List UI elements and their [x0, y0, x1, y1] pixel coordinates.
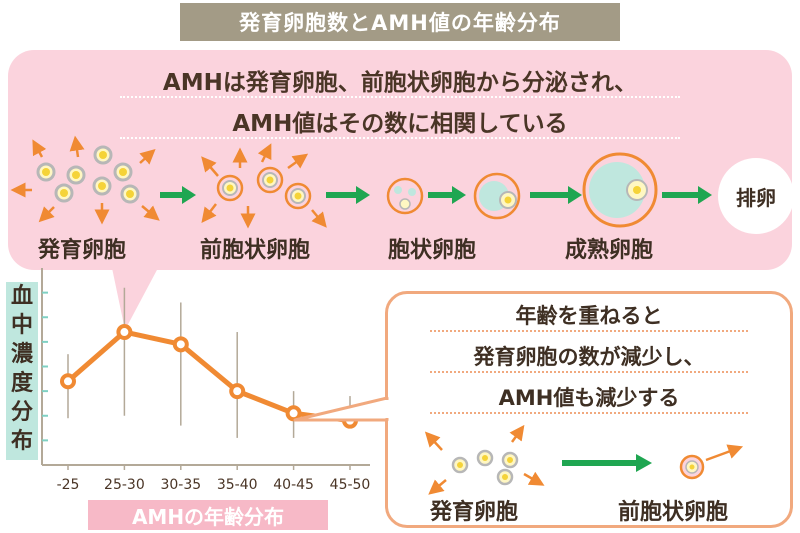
y-axis-label-char: 濃	[10, 342, 33, 367]
growing-follicles-small-icon	[424, 424, 545, 495]
header-line-1: AMHは発育卵胞、前胞状卵胞から分泌され、	[162, 70, 638, 96]
stage-label-preantral: 前胞状卵胞	[200, 238, 311, 263]
stage-label-growing: 発育卵胞	[38, 238, 127, 263]
mature-follicle-icon	[582, 152, 658, 228]
antral-follicle-icon	[386, 177, 424, 215]
stage-label-mature: 成熟卵胞	[565, 238, 654, 263]
x-axis-title: AMHの年齢分布	[88, 500, 328, 530]
callout-line-2: 発育卵胞の数が減少し、	[473, 345, 705, 369]
x-tick-label: -25	[57, 477, 80, 493]
x-tick-label: 45-50	[330, 477, 371, 493]
data-point	[229, 383, 246, 400]
x-tick-label: 35-40	[217, 477, 258, 493]
info-panel	[8, 50, 792, 270]
antral-follicle-large-icon	[473, 172, 521, 220]
callout-label-preantral: 前胞状卵胞	[618, 500, 729, 525]
callout-line-1: 年齢を重ねると	[515, 304, 663, 328]
data-point	[60, 373, 76, 390]
x-tick-label: 30-35	[160, 477, 201, 493]
divider	[120, 137, 680, 139]
y-axis-label-char: 布	[10, 429, 33, 454]
y-axis-label-char: 中	[10, 313, 33, 338]
speech-tail	[112, 268, 158, 330]
y-axis-label-char: 分	[10, 400, 33, 425]
series-line	[66, 329, 351, 424]
y-axis-label-char: 血	[10, 284, 33, 309]
stage-label-antral: 胞状卵胞	[388, 238, 477, 263]
preantral-follicles-icon	[201, 143, 327, 229]
ovulation-badge: 排卵	[718, 158, 794, 234]
header-line-2: AMH値はその数に相関している	[232, 111, 568, 137]
divider	[120, 96, 680, 98]
data-point	[116, 324, 133, 341]
preantral-follicle-small-icon	[679, 444, 744, 480]
x-tick-label: 40-45	[273, 477, 314, 493]
callout-label-growing: 発育卵胞	[430, 500, 519, 525]
data-point	[285, 405, 302, 422]
data-point	[172, 336, 189, 353]
y-axis-label: 血 中 濃 度 分 布	[6, 282, 38, 460]
growing-follicles-icon	[10, 135, 160, 225]
divider	[430, 330, 748, 332]
y-axis-label-char: 度	[10, 371, 33, 396]
page-title: 発育卵胞数とAMH値の年齢分布	[180, 3, 620, 41]
callout-line-3: AMH値も減少する	[498, 386, 680, 410]
divider	[430, 371, 748, 373]
x-tick-label: 25-30	[104, 477, 145, 493]
divider	[430, 412, 748, 414]
